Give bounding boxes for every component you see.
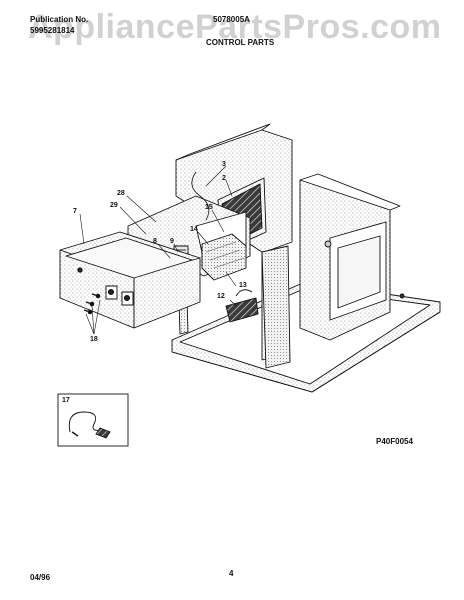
callout-29: 29 [110, 202, 118, 209]
callout-12: 12 [217, 293, 225, 300]
callout-8: 8 [153, 238, 157, 245]
callout-7: 7 [73, 208, 77, 215]
callout-18: 18 [90, 336, 98, 343]
callout-17: 17 [62, 397, 70, 404]
callout-13: 13 [239, 282, 247, 289]
callout-2: 2 [222, 175, 226, 182]
watermark: AppliancePartsPros.com [28, 8, 442, 46]
callout-15: 15 [205, 204, 213, 211]
section-title: CONTROL PARTS [206, 38, 275, 47]
model-number: 5078005A [213, 15, 250, 24]
callout-28: 28 [117, 190, 125, 197]
callout-9: 9 [170, 238, 174, 245]
publication-number: 5995281814 [30, 26, 75, 35]
callout-3: 3 [222, 161, 226, 168]
page-number: 4 [229, 569, 234, 578]
callout-14: 14 [190, 226, 198, 233]
publication-label: Publication No. [30, 15, 89, 24]
footer-date: 04/96 [30, 573, 51, 582]
diagram-code: P40F0054 [376, 437, 413, 446]
